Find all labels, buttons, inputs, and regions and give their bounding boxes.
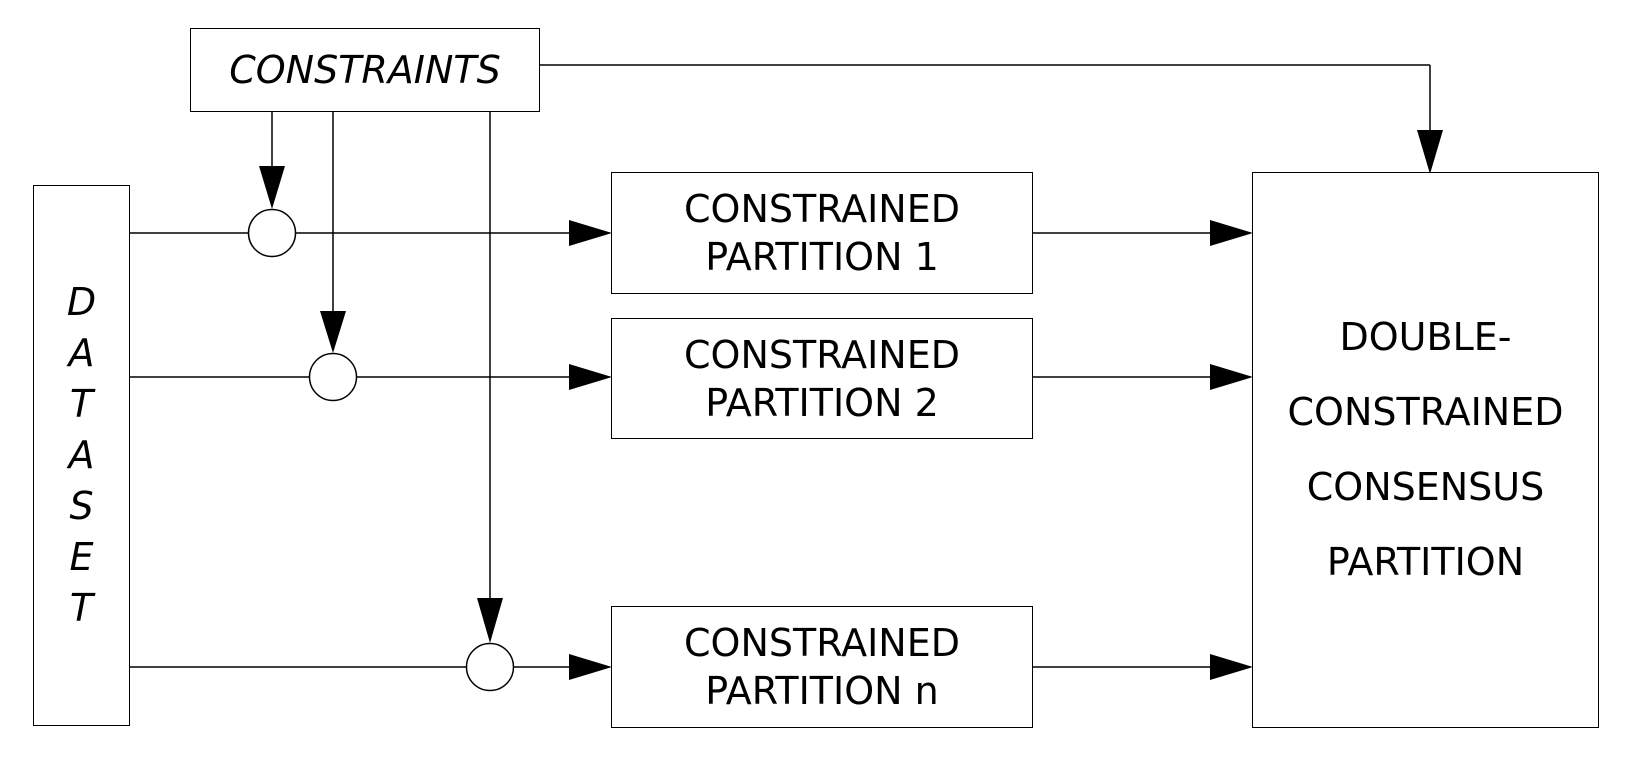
constrained-partition-n-label: CONSTRAINED PARTITION n [684, 621, 960, 713]
arrowhead-right-partition-2 [569, 364, 612, 390]
constrained-partition-2-box: CONSTRAINED PARTITION 2 [611, 318, 1033, 439]
arrowhead-down-junction-1 [259, 166, 285, 209]
constraints-label: CONSTRAINTS [229, 48, 501, 92]
arrowhead-right-consensus-n [1210, 654, 1253, 680]
junction-circle-1 [247, 208, 297, 258]
arrowhead-down-junction-n [477, 598, 503, 643]
double-constrained-consensus-partition-box: DOUBLE- CONSTRAINED CONSENSUS PARTITION [1252, 172, 1599, 728]
arrowhead-right-consensus-1 [1210, 220, 1253, 246]
constrained-partition-1-box: CONSTRAINED PARTITION 1 [611, 172, 1033, 294]
junction-circle-2 [308, 352, 358, 402]
double-constrained-consensus-partition-label: DOUBLE- CONSTRAINED CONSENSUS PARTITION [1287, 315, 1564, 584]
constrained-partition-n-box: CONSTRAINED PARTITION n [611, 606, 1033, 728]
arrowhead-right-partition-n [569, 654, 612, 680]
constrained-partition-1-label: CONSTRAINED PARTITION 1 [684, 187, 960, 279]
junction-circle-n [465, 642, 515, 692]
constraints-box: CONSTRAINTS [190, 28, 540, 112]
dataset-box: DATASET [33, 185, 130, 726]
arrowhead-right-consensus-2 [1210, 364, 1253, 390]
arrowhead-down-consensus [1417, 130, 1443, 174]
dataset-label: DATASET [66, 280, 97, 630]
constrained-partition-2-label: CONSTRAINED PARTITION 2 [684, 332, 960, 425]
arrowhead-right-partition-1 [569, 220, 612, 246]
arrowhead-down-junction-2 [320, 311, 346, 353]
